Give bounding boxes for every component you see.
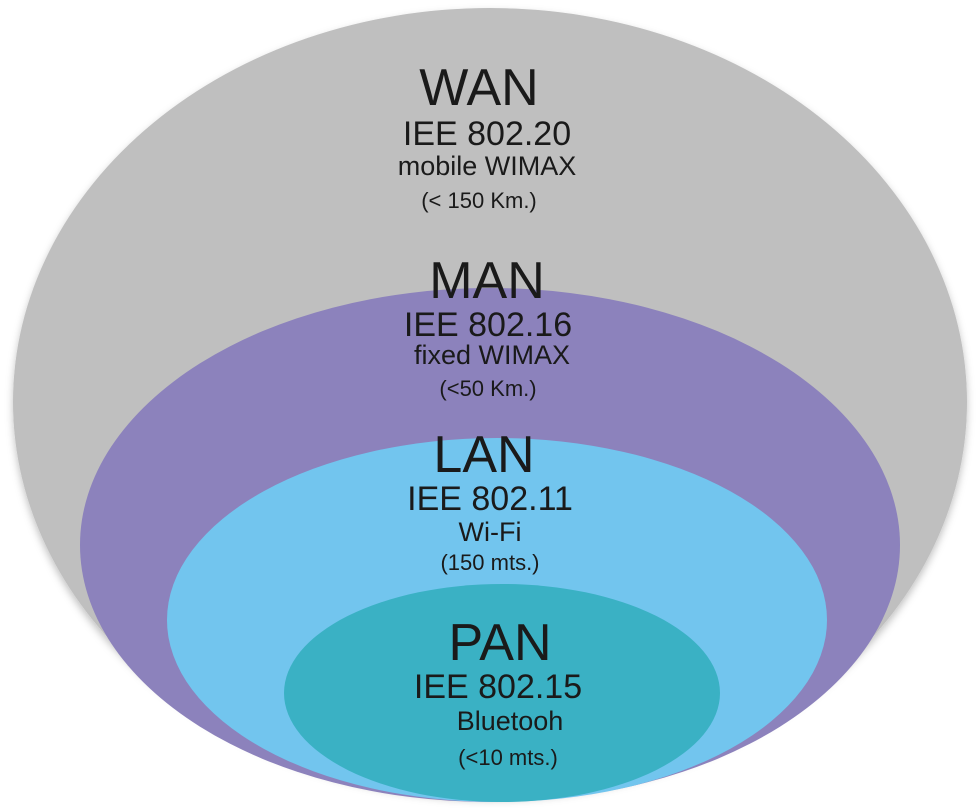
wan-label-group: WAN IEE 802.20 mobile WIMAX (< 150 Km.) [398,59,577,213]
lan-standard: IEE 802.11 [407,480,573,518]
pan-label-group: PAN IEE 802.15 Bluetooh (<10 mts.) [414,614,582,770]
wan-name: WAN [419,59,538,117]
man-technology: fixed WIMAX [414,340,570,370]
man-label-group: MAN IEE 802.16 fixed WIMAX (<50 Km.) [404,252,572,401]
lan-label-group: LAN IEE 802.11 Wi-Fi (150 mts.) [407,426,573,575]
wan-technology: mobile WIMAX [398,151,577,181]
pan-name: PAN [448,614,551,672]
wan-standard: IEE 802.20 [403,115,571,153]
lan-technology: Wi-Fi [459,517,522,547]
pan-ellipse [284,584,720,802]
pan-range: (<10 mts.) [458,745,558,770]
lan-name: LAN [433,426,534,484]
man-range: (<50 Km.) [439,376,536,401]
man-name: MAN [429,252,545,310]
wan-range: (< 150 Km.) [421,188,537,213]
pan-technology: Bluetooh [457,706,564,736]
man-standard: IEE 802.16 [404,306,572,344]
pan-standard: IEE 802.15 [414,668,582,706]
lan-range: (150 mts.) [440,550,539,575]
